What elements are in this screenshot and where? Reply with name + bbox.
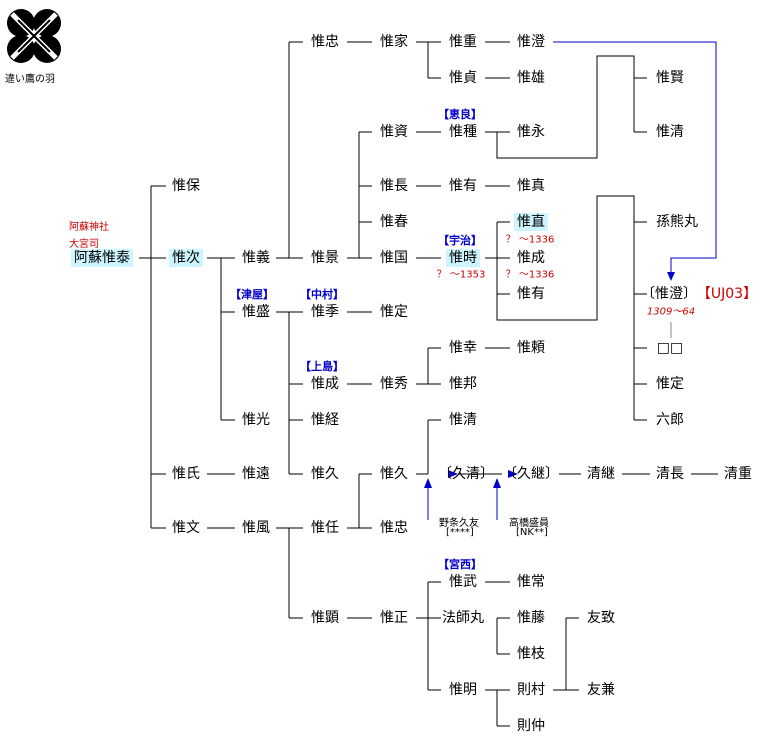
- node-korekiyo2[interactable]: 惟清: [656, 124, 684, 140]
- node-hisakiyo[interactable]: 〔久清〕: [438, 466, 494, 482]
- node-tomomune[interactable]: 友致: [587, 610, 615, 626]
- node-kore-ari1[interactable]: 惟有: [449, 178, 477, 194]
- node-koretoki[interactable]: 惟時: [446, 249, 480, 267]
- date-korenari2: ？ ～1336: [505, 269, 555, 281]
- root-note-title: 大宮司: [69, 239, 99, 250]
- node-koresada1[interactable]: 惟定: [380, 304, 408, 320]
- node-koremitsu[interactable]: 惟光: [242, 412, 270, 428]
- node-koremori[interactable]: 惟盛: [242, 304, 270, 320]
- node-koreharu[interactable]: 惟春: [380, 214, 408, 230]
- node-korekuni[interactable]: 惟国: [380, 250, 408, 266]
- node-koretake[interactable]: 惟武: [449, 574, 477, 590]
- note-takahashi-code: [NK**]: [516, 527, 548, 538]
- node-korekiyo1[interactable]: 惟清: [449, 412, 477, 428]
- label-miyanishi: 【宮西】: [438, 558, 482, 571]
- node-koreyoshi[interactable]: 惟義: [242, 250, 270, 266]
- node-koreeda[interactable]: 惟枝: [517, 646, 545, 662]
- note-takahashi-name: 高橋盛員: [509, 518, 549, 529]
- node-koreyuki[interactable]: 惟幸: [449, 340, 477, 356]
- node-korefuji[interactable]: 惟藤: [517, 610, 545, 626]
- node-koretsugu[interactable]: 惟次: [169, 249, 203, 267]
- label-megura: 【恵良】: [438, 108, 482, 121]
- node-aso-koreyasu[interactable]: 阿蘇惟泰: [71, 249, 133, 267]
- node-korenari1[interactable]: 惟成: [311, 376, 339, 392]
- node-koretane[interactable]: 惟種: [449, 124, 477, 140]
- node-korekaze[interactable]: 惟風: [242, 520, 270, 536]
- label-tsuya: 【津屋】: [230, 288, 274, 301]
- node-koresada3[interactable]: 惟定: [656, 376, 684, 392]
- crest-caption: 違い鷹の羽: [5, 74, 55, 85]
- label-uji: 【宇治】: [438, 234, 482, 247]
- node-korekata[interactable]: 惟賢: [656, 70, 684, 86]
- date-koresumi2: 1309～64: [646, 306, 696, 318]
- node-koreaki[interactable]: 惟顕: [311, 610, 339, 626]
- note-nonaka-name: 野条久友: [439, 518, 479, 529]
- node-korenari2[interactable]: 惟成: [517, 250, 545, 266]
- node-koretada2[interactable]: 惟忠: [380, 520, 408, 536]
- node-hoshimaru[interactable]: 法師丸: [442, 610, 484, 626]
- note-nonaka-code: [****]: [446, 527, 474, 538]
- node-korekuni2[interactable]: 惟邦: [449, 376, 477, 392]
- label-kamijima: 【上島】: [300, 360, 344, 373]
- node-koretsune2[interactable]: 惟常: [517, 574, 545, 590]
- node-korehisa2[interactable]: 惟久: [380, 466, 408, 482]
- node-koresumi1[interactable]: 惟澄: [517, 34, 545, 50]
- node-koreyori[interactable]: 惟頼: [517, 340, 545, 356]
- node-korefumi[interactable]: 惟文: [172, 520, 200, 536]
- node-torinaka[interactable]: 則仲: [517, 718, 545, 734]
- node-korehisa1[interactable]: 惟久: [311, 466, 339, 482]
- node-korehide[interactable]: 惟秀: [380, 376, 408, 392]
- date-koretoki: ？ ～1353: [436, 269, 486, 281]
- node-kiyoshige[interactable]: 清重: [724, 466, 752, 482]
- node-koreo[interactable]: 惟雄: [517, 70, 545, 86]
- code-label-uj03: 【UJ03】: [696, 286, 758, 302]
- root-note-shrine: 阿蘇神社: [69, 222, 109, 233]
- node-koresane[interactable]: 惟真: [517, 178, 545, 194]
- node-koreshige[interactable]: 惟重: [449, 34, 477, 50]
- node-korenaga2[interactable]: 惟永: [517, 124, 545, 140]
- node-koreuji[interactable]: 惟氏: [172, 466, 200, 482]
- node-korekage[interactable]: 惟景: [311, 250, 339, 266]
- node-unknown[interactable]: □□: [656, 340, 684, 356]
- node-koreie[interactable]: 惟家: [380, 34, 408, 50]
- node-koretou[interactable]: 惟任: [311, 520, 339, 536]
- node-kore-ari2[interactable]: 惟有: [517, 286, 545, 302]
- node-koretoo[interactable]: 惟遠: [242, 466, 270, 482]
- takanoha-crest-icon: [4, 6, 64, 70]
- node-korenao[interactable]: 惟直: [514, 213, 548, 231]
- node-korenaga[interactable]: 惟長: [380, 178, 408, 194]
- node-rokuro[interactable]: 六郎: [656, 412, 684, 428]
- label-nakamura: 【中村】: [300, 288, 344, 301]
- node-hisatsugu[interactable]: 〔久継〕: [503, 466, 559, 482]
- node-koresada2[interactable]: 惟貞: [449, 70, 477, 86]
- node-koreakira[interactable]: 惟明: [449, 682, 477, 698]
- node-koreyasu-b[interactable]: 惟保: [172, 178, 200, 194]
- node-magokuma[interactable]: 孫熊丸: [656, 214, 698, 230]
- node-kiyotsugu[interactable]: 清継: [587, 466, 615, 482]
- node-koretsune[interactable]: 惟経: [311, 412, 339, 428]
- node-koremasa[interactable]: 惟正: [380, 610, 408, 626]
- date-korenao: ？ ～1336: [505, 234, 555, 246]
- node-kiyonaga[interactable]: 清長: [656, 466, 684, 482]
- node-koretada1[interactable]: 惟忠: [311, 34, 339, 50]
- node-koresumi2[interactable]: 〔惟澄〕: [641, 286, 697, 302]
- node-norimura[interactable]: 則村: [517, 682, 545, 698]
- node-koresue[interactable]: 惟季: [311, 304, 339, 320]
- node-koresuke[interactable]: 惟資: [380, 124, 408, 140]
- node-tomokane[interactable]: 友兼: [587, 682, 615, 698]
